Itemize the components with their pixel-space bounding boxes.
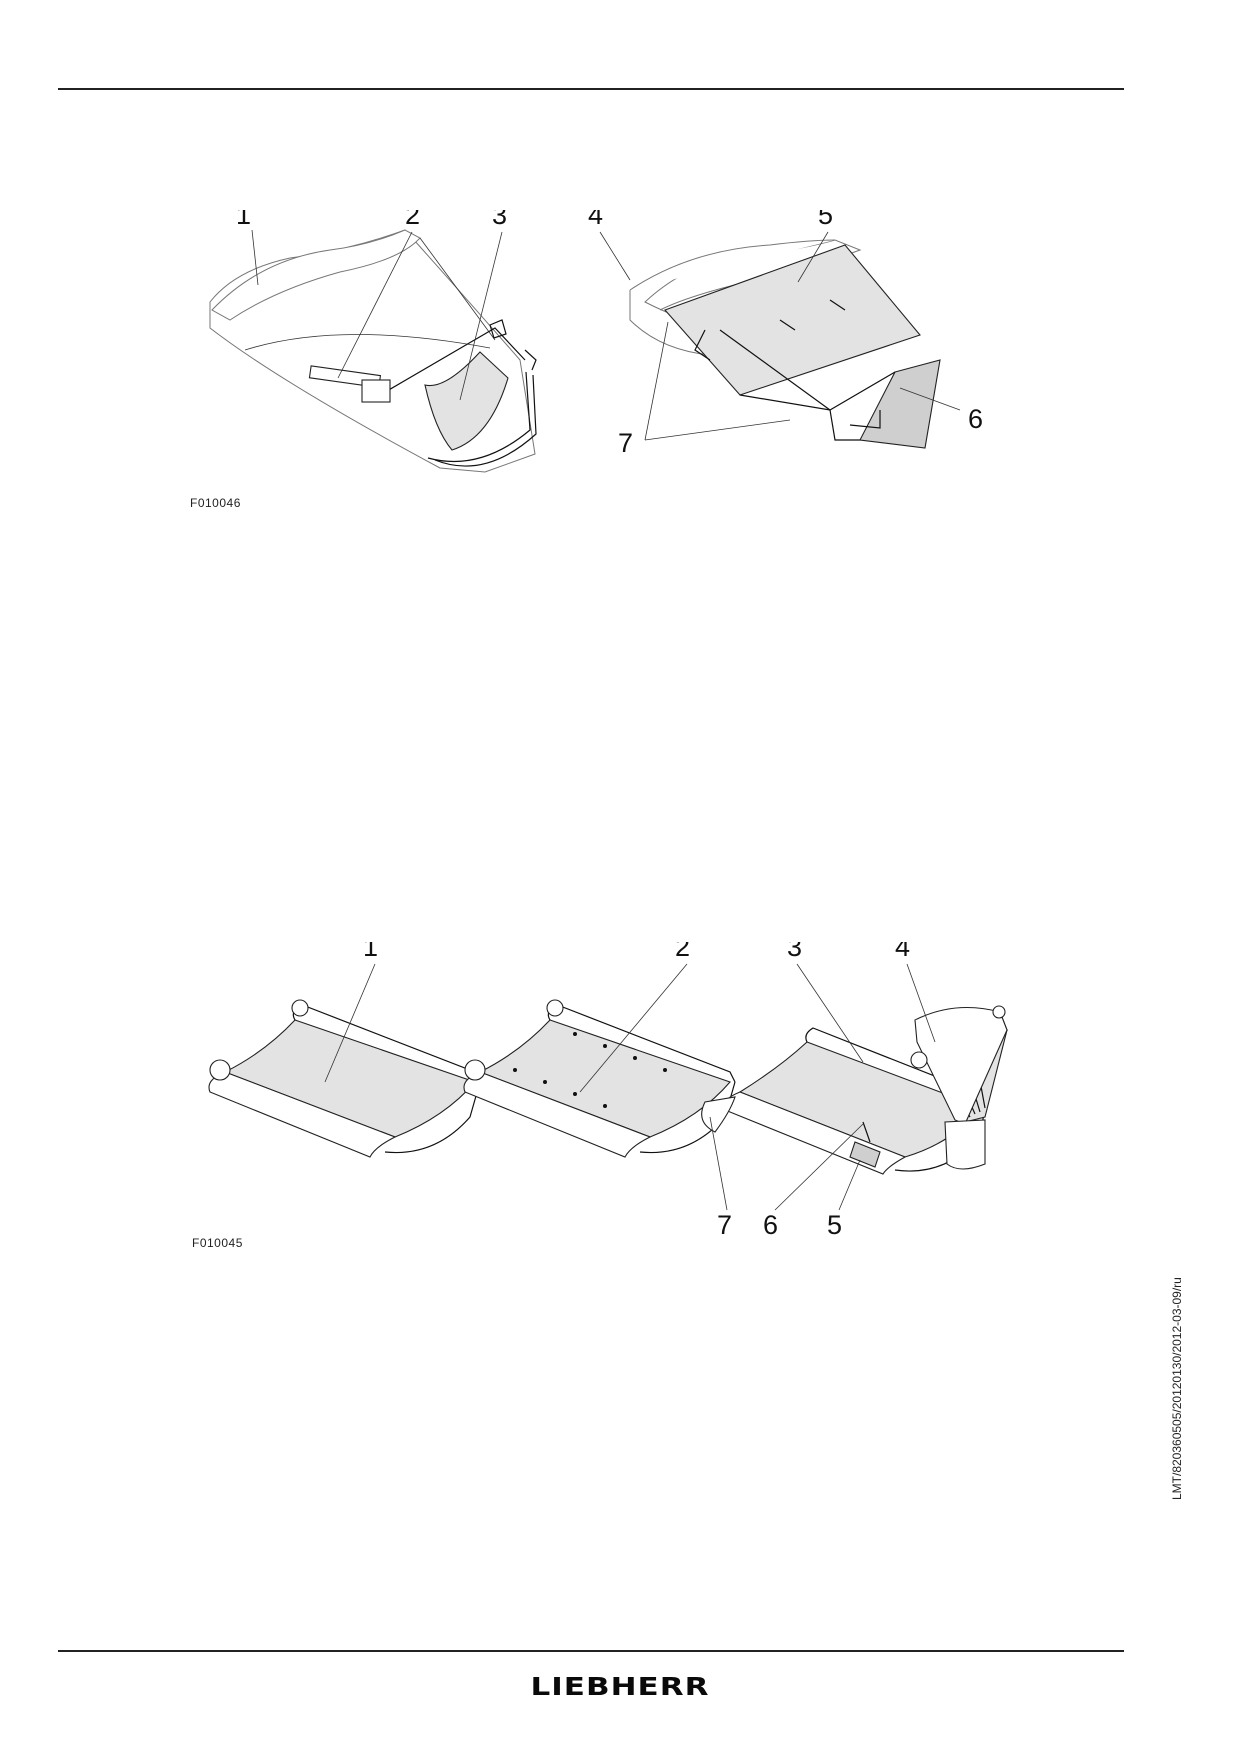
figure-f010046: 1 2 3 4 5 6 7 — [190, 210, 1110, 510]
fig1-callout-5: 5 — [818, 210, 833, 230]
fig2-callout-5: 5 — [827, 1210, 842, 1240]
figure-f010045: 1 2 3 5 6 7 — [195, 942, 1135, 1242]
fig1-callout-4: 4 — [588, 210, 603, 230]
funnel-drawing — [910, 1005, 1008, 1170]
fig1-callout-7: 7 — [618, 428, 633, 458]
fig2-callout-7: 7 — [717, 1210, 732, 1240]
tray-drawing-right — [629, 239, 941, 449]
fig2-callout-3: 3 — [787, 942, 802, 962]
fig1-callout-6: 6 — [968, 404, 983, 434]
footer-rule — [58, 1650, 1124, 1652]
channel-3-drawing — [701, 1027, 986, 1175]
fig2-callout-2: 2 — [675, 942, 690, 962]
fig1-callout-1: 1 — [236, 210, 251, 230]
fig2-callout-1: 1 — [363, 942, 378, 962]
figure-id-f010045: F010045 — [192, 1236, 243, 1250]
fig1-callout-2: 2 — [405, 210, 420, 230]
figure-id-f010046: F010046 — [190, 496, 241, 510]
document-id: LMT/820360505/20120130/2012-03-09/ru — [1170, 1277, 1184, 1500]
tray-drawing-left — [209, 229, 537, 473]
channel-1-drawing — [208, 999, 481, 1158]
fig2-callout-4: 4 — [895, 942, 910, 962]
channel-2-drawing — [463, 999, 736, 1158]
header-rule — [58, 88, 1124, 90]
fig2-callout-6: 6 — [763, 1210, 778, 1240]
brand-logo: LIEBHERR — [530, 1672, 710, 1702]
fig1-callout-3: 3 — [492, 210, 507, 230]
